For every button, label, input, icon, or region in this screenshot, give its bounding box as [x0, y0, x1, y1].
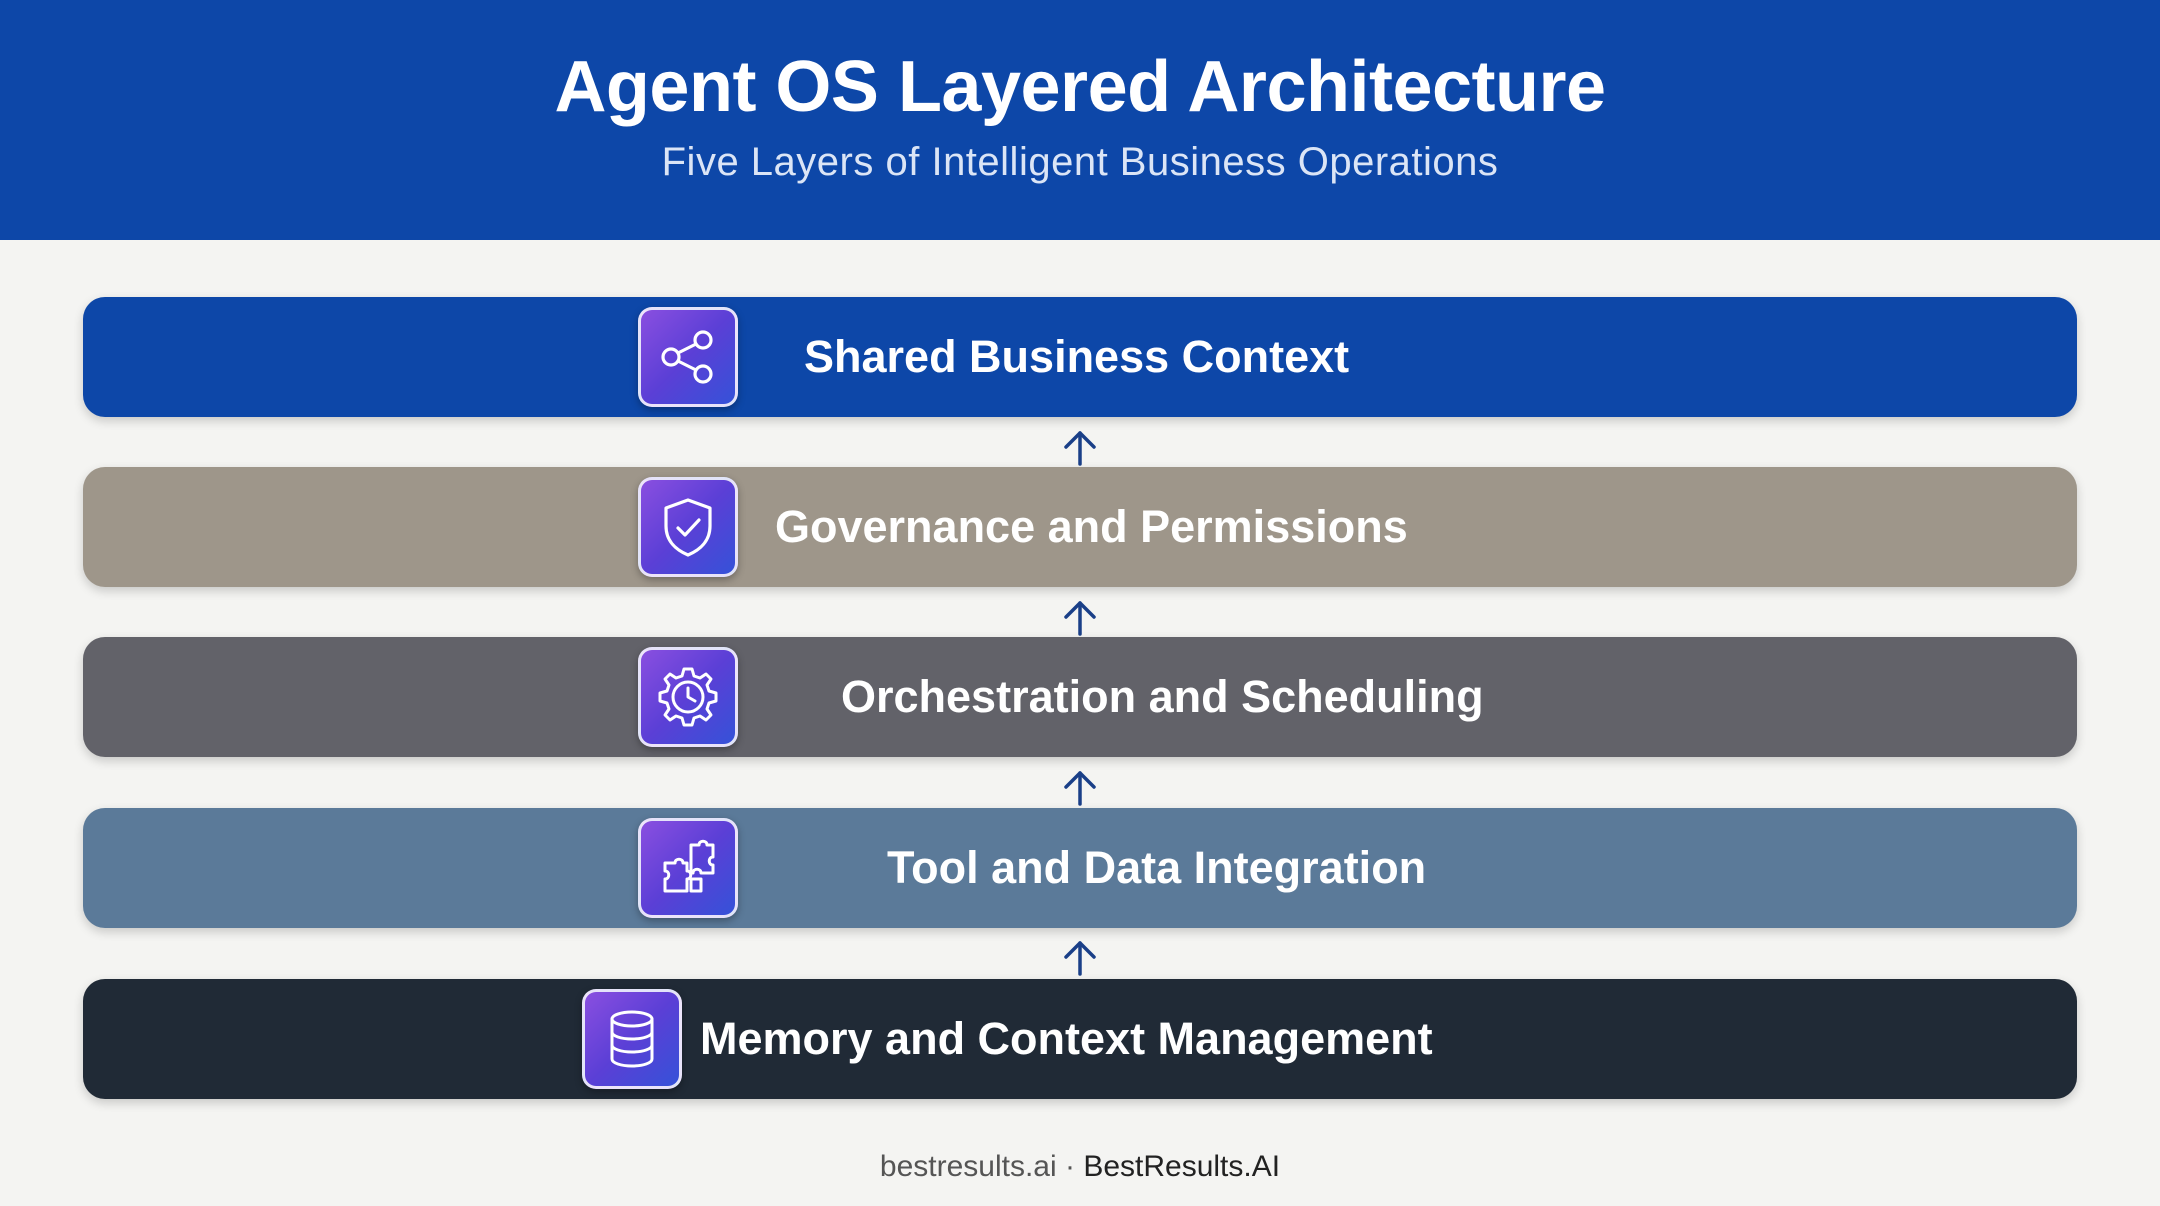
share-network-icon [638, 307, 738, 407]
shield-check-icon [638, 477, 738, 577]
arrow-up-icon [1064, 431, 1096, 466]
layer-orchestration-and-scheduling: Orchestration and Scheduling [83, 637, 2077, 757]
gear-clock-icon [638, 647, 738, 747]
layer-memory-and-context-management: Memory and Context Management [83, 979, 2077, 1099]
layer-label: Governance and Permissions [775, 501, 1408, 552]
layer-shared-business-context: Shared Business Context [83, 297, 2077, 417]
footer-domain: bestresults.ai [879, 1150, 1057, 1183]
arrow-up-icon [1064, 601, 1096, 636]
layer-label: Memory and Context Management [700, 1013, 1433, 1064]
puzzle-pieces-icon [638, 818, 738, 918]
database-icon [582, 989, 682, 1089]
layer-label: Orchestration and Scheduling [841, 671, 1484, 722]
page-title: Agent OS Layered Architecture [554, 47, 1606, 127]
header-banner: Agent OS Layered Architecture Five Layer… [0, 0, 2160, 240]
layer-tool-and-data-integration: Tool and Data Integration [83, 808, 2077, 928]
footer-separator: · [1056, 1150, 1084, 1183]
layer-label: Shared Business Context [804, 331, 1350, 382]
footer-brand: BestResults.AI [1083, 1150, 1281, 1183]
layer-governance-and-permissions: Governance and Permissions [83, 467, 2077, 587]
arrow-up-icon [1064, 941, 1096, 976]
page-subtitle: Five Layers of Intelligent Business Oper… [661, 140, 1499, 184]
footer: bestresults.ai · BestResults.AI [0, 1150, 2160, 1184]
layer-label: Tool and Data Integration [887, 842, 1427, 893]
arrow-up-icon [1064, 771, 1096, 806]
